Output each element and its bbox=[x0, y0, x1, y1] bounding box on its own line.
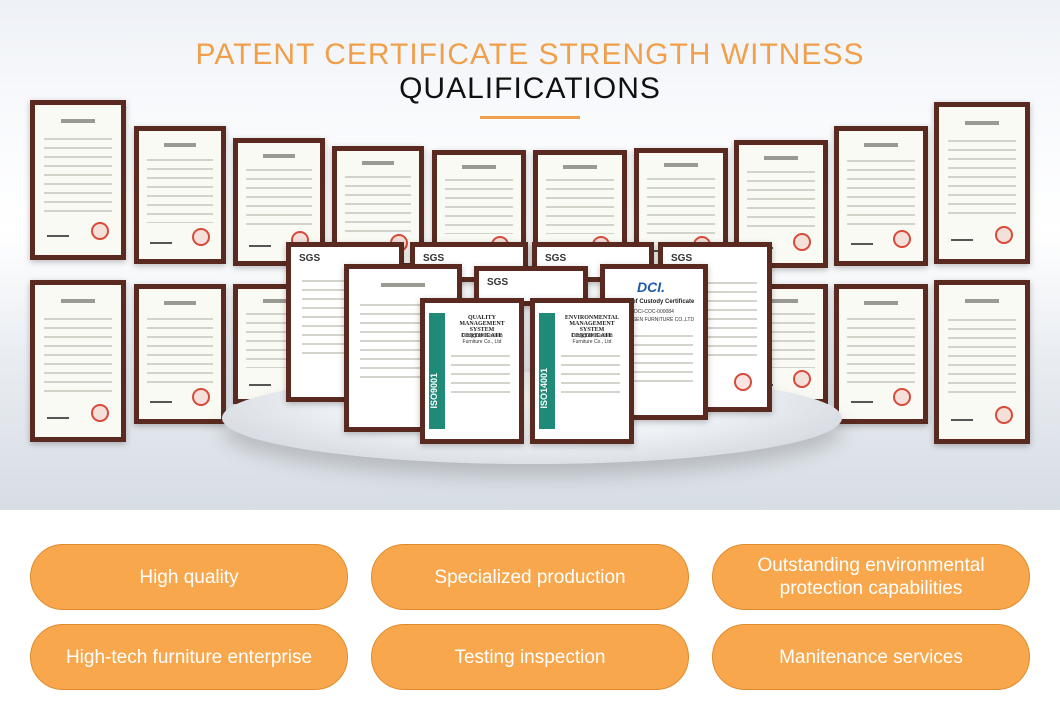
patent-certificate bbox=[834, 126, 928, 266]
sgs-logo: SGS bbox=[423, 253, 445, 264]
patent-certificate bbox=[834, 284, 928, 424]
dci-logo: DCI. bbox=[637, 279, 665, 295]
iso-company: Dongguan Saosen Furniture Co., Ltd bbox=[571, 333, 613, 345]
sgs-logo: SGS bbox=[299, 253, 321, 264]
iso9001-certificate: ISO9001 QUALITY MANAGEMENT SYSTEM CERTIF… bbox=[420, 298, 524, 444]
sgs-logo: SGS bbox=[671, 253, 693, 264]
feature-maintenance-services: Manitenance services bbox=[712, 624, 1030, 690]
iso-band bbox=[539, 313, 555, 429]
feature-high-quality: High quality bbox=[30, 544, 348, 610]
iso-title: ENVIRONMENTAL MANAGEMENT SYSTEM CERTIFIC… bbox=[564, 315, 620, 339]
iso-band-label: ISO9001 bbox=[429, 373, 439, 409]
patent-certificate bbox=[934, 280, 1030, 444]
patent-certificate bbox=[934, 102, 1030, 264]
patent-certificate bbox=[30, 100, 126, 260]
section-subtitle: QUALIFICATIONS bbox=[399, 72, 661, 105]
iso-company: Dongguan Saosen Furniture Co., Ltd bbox=[461, 333, 503, 345]
certificate-showcase: PATENT CERTIFICATE STRENGTH WITNESS QUAL… bbox=[0, 0, 1060, 510]
feature-testing-inspection: Testing inspection bbox=[371, 624, 689, 690]
iso-band bbox=[429, 313, 445, 429]
feature-environmental-protection: Outstanding environmental protection cap… bbox=[712, 544, 1030, 610]
iso-band-label: ISO14001 bbox=[539, 368, 549, 409]
sgs-logo: SGS bbox=[545, 253, 567, 264]
iso14001-certificate: ISO14001 ENVIRONMENTAL MANAGEMENT SYSTEM… bbox=[530, 298, 634, 444]
dci-title: Chain of Custody Certificate bbox=[613, 299, 695, 305]
patent-certificate bbox=[134, 126, 226, 264]
sgs-logo: SGS bbox=[487, 277, 509, 288]
feature-specialized-production: Specialized production bbox=[371, 544, 689, 610]
patent-certificate bbox=[30, 280, 126, 442]
dci-code: DCI-COC-000084 bbox=[634, 309, 674, 315]
title-underline bbox=[480, 116, 580, 119]
section-title: PATENT CERTIFICATE STRENGTH WITNESS bbox=[195, 38, 865, 71]
dci-company: AN SAOSEN FURNITURE CO.,LTD bbox=[613, 317, 695, 323]
feature-high-tech-enterprise: High-tech furniture enterprise bbox=[30, 624, 348, 690]
patent-certificate bbox=[134, 284, 226, 424]
iso-title: QUALITY MANAGEMENT SYSTEM CERTIFICATE bbox=[459, 315, 505, 339]
